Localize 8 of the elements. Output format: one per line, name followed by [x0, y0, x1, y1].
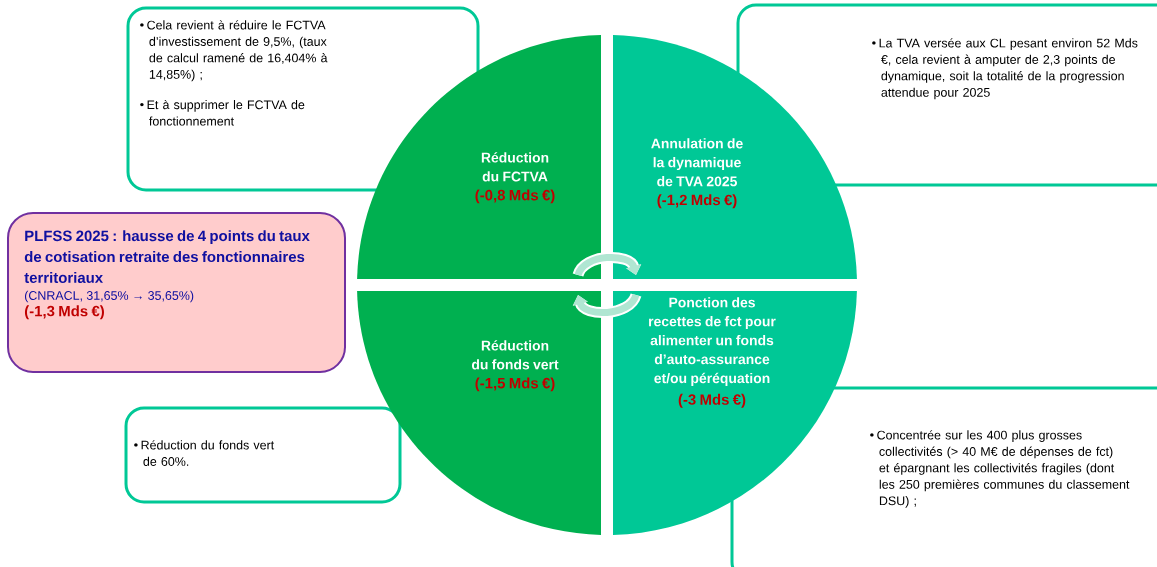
quadrant: Ponction des recettes de fct pour alimenter un fonds d’auto-assurance et/ou péréquation (-3 Mds €)	[613, 291, 857, 535]
quadrant: Annulation de la dynamique de TVA 2025 (-1,2 Mds €)	[613, 35, 857, 279]
quadrant: Réduction du FCTVA (-0,8 Mds €)	[357, 35, 601, 279]
curved-arrow	[573, 252, 642, 278]
callout-box: Réduction du fonds vert de 60%.	[124, 406, 402, 504]
quadrant: Réduction du fonds vert (-1,5 Mds €)	[357, 291, 601, 535]
highlight-box: PLFSS 2025 : hausse de 4 points du taux de cotisation retraite des fonctionnaires territoriaux (CNRACL, 31,65% → 35,65%) (-1,3 Mds €)	[7, 212, 346, 373]
curved-arrow	[572, 292, 641, 318]
